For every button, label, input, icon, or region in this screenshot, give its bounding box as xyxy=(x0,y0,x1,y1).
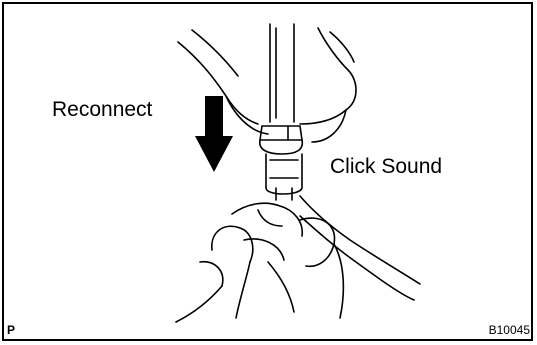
corner-code-left: P xyxy=(7,323,15,337)
figure-id: B10045 xyxy=(489,323,530,337)
fuel-hose xyxy=(300,196,420,300)
quick-connector xyxy=(260,126,303,200)
pipe xyxy=(270,24,294,122)
reconnect-label: Reconnect xyxy=(52,98,152,122)
down-arrow-icon xyxy=(195,96,233,172)
click-sound-label: Click Sound xyxy=(330,155,442,179)
upper-hand xyxy=(178,28,356,142)
lower-hand xyxy=(176,203,343,322)
